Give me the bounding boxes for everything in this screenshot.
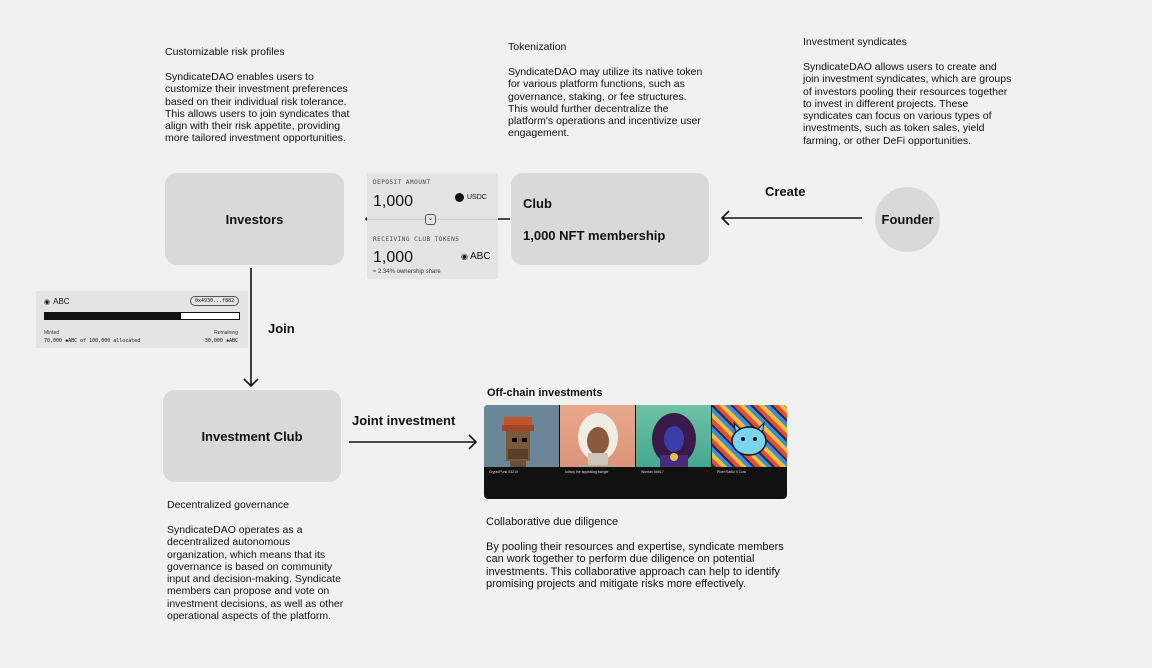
mint-progress-bar — [44, 312, 240, 320]
note-tokenization: Tokenization SyndicateDAO may utilize it… — [508, 41, 706, 140]
mint-progress-fill — [45, 313, 181, 319]
note-body: SyndicateDAO enables users to customize … — [165, 71, 350, 145]
nft-card: Pixel Radio X Cow — [712, 405, 787, 483]
arrow-join-head — [243, 378, 259, 388]
cat-image — [731, 421, 767, 456]
nft-caption: Pixel Radio X Cow — [712, 467, 787, 483]
token-icon: ◉ — [44, 298, 51, 306]
swap-icon: ⌄ — [425, 214, 436, 225]
node-investment-club: Investment Club — [163, 390, 341, 482]
note-body: SyndicateDAO allows users to create and … — [803, 61, 1012, 147]
arrow-create-head — [720, 210, 730, 226]
ownership-share: ≈ 2.34% ownership share — [373, 269, 441, 275]
currency-badge: USDC — [455, 193, 487, 202]
note-title: Investment syndicates — [803, 36, 907, 48]
offchain-title: Off-chain investments — [487, 387, 603, 399]
node-founder: Founder — [875, 187, 940, 252]
node-club: Club 1,000 NFT membership — [511, 173, 709, 265]
note-title: Tokenization — [508, 41, 567, 53]
note-diligence: Collaborative due diligence By pooling t… — [486, 516, 786, 590]
nft-caption: luthicy the appealing bangle — [560, 467, 635, 483]
receiving-token: ABC — [469, 251, 491, 262]
deposit-currency: USDC — [467, 194, 487, 201]
node-sublabel: 1,000 NFT membership — [523, 228, 666, 243]
note-title: Decentralized governance — [167, 499, 289, 511]
arrow-joint-investment-head — [468, 434, 478, 450]
deposit-card: DEPOSIT AMOUNT 1,000 USDC ⌄ RECEIVING CL… — [367, 173, 498, 279]
edge-label-create: Create — [765, 184, 806, 199]
wallet-address: 0x4930...f882 — [190, 296, 240, 306]
receiving-value: 1,000 — [373, 249, 414, 266]
token-badge: ◉ ABC — [461, 251, 491, 262]
usdc-icon — [455, 193, 464, 202]
minted-label: Minted — [44, 330, 60, 336]
deposit-value: 1,000 — [373, 193, 414, 210]
edge-label-joint-investment: Joint investment — [352, 413, 456, 428]
deposit-label: DEPOSIT AMOUNT — [373, 179, 431, 186]
nft-card: Woman #6617 — [636, 405, 711, 483]
note-title: Collaborative due diligence — [486, 516, 619, 528]
minted-value: 70,000 ✱ABC of 100,000 allocated — [44, 338, 141, 344]
nft-caption: Woman #6617 — [636, 467, 711, 483]
edge-label-join: Join — [268, 321, 295, 336]
note-body: SyndicateDAO operates as a decentralized… — [167, 524, 344, 623]
receiving-label: RECEIVING CLUB TOKENS — [373, 236, 460, 243]
remaining-label: Remaining — [214, 330, 238, 336]
nft-caption: CryptoPunk #3210 — [484, 467, 559, 483]
node-label: Investment Club — [201, 428, 303, 444]
remaining-value: 30,000 ✱ABC — [204, 338, 238, 344]
node-label: Founder — [881, 212, 934, 227]
nft-gallery: CryptoPunk #3210 luthicy the appealing b… — [484, 405, 787, 499]
mint-token: ◉ ABC — [44, 297, 70, 306]
token-icon: ◉ — [461, 252, 468, 261]
note-title: Customizable risk profiles — [165, 46, 285, 58]
note-syndicates: Investment syndicates SyndicateDAO allow… — [803, 36, 1015, 147]
mint-token-name: ABC — [53, 297, 70, 306]
nft-card: luthicy the appealing bangle — [560, 405, 635, 483]
node-label: Club — [523, 196, 552, 211]
nft-card: CryptoPunk #3210 — [484, 405, 559, 483]
note-risk: Customizable risk profiles SyndicateDAO … — [165, 46, 350, 145]
note-governance: Decentralized governance SyndicateDAO op… — [167, 499, 347, 622]
node-investors: Investors — [165, 173, 344, 265]
note-body: SyndicateDAO may utilize its native toke… — [508, 66, 703, 140]
mint-card: ◉ ABC 0x4930...f882 Minted Remaining 70,… — [36, 291, 248, 348]
note-body: By pooling their resources and expertise… — [486, 541, 784, 590]
node-label: Investors — [225, 211, 284, 227]
